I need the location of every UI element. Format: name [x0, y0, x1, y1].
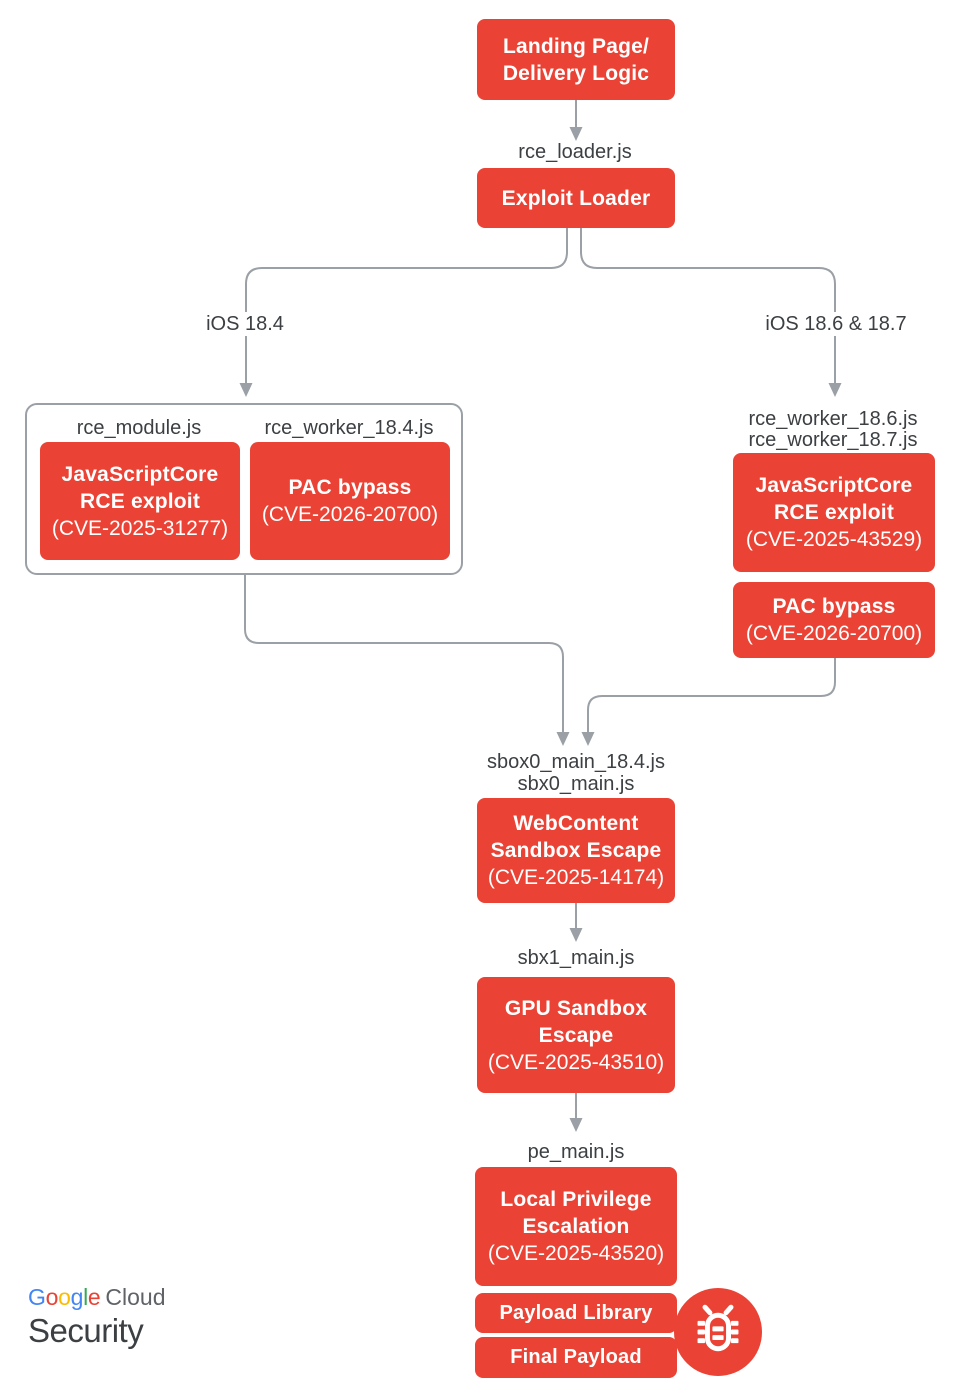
logo-letter: e	[87, 1284, 101, 1310]
node-title: WebContent	[513, 812, 639, 835]
edge-label-sbx1-main: sbx1_main.js	[517, 947, 635, 969]
arrowhead-down-icon	[828, 383, 842, 397]
node-title: JavaScriptCore	[61, 462, 219, 486]
node-cve: (CVE-2026-20700)	[261, 503, 439, 526]
edge-label-rce-worker-187: rce_worker_18.7.js	[748, 429, 918, 451]
node-title: JavaScriptCore	[755, 474, 913, 497]
arrowheads	[239, 127, 842, 1132]
node-cve: (CVE-2025-43520)	[487, 1242, 665, 1265]
node-title: Landing Page/	[502, 34, 650, 58]
edge-label-ios-184: iOS 18.4	[200, 312, 290, 336]
logo-letter: l	[83, 1284, 88, 1310]
edge-label-ios-186-187: iOS 18.6 & 18.7	[759, 312, 913, 336]
node-title: GPU Sandbox	[504, 996, 648, 1020]
node-title: Escape	[538, 1023, 614, 1047]
logo-product-name: Security	[28, 1312, 144, 1349]
node-title: Sandbox Escape	[490, 839, 662, 862]
logo-letter: G	[28, 1284, 46, 1310]
logo-letter: g	[70, 1284, 84, 1310]
node-title: PAC bypass	[772, 595, 896, 618]
node-title: Local Privilege	[500, 1188, 652, 1211]
node-title: Delivery Logic	[502, 61, 650, 85]
node-cve: (CVE-2025-14174)	[487, 866, 665, 889]
edge-loader-to-ios186	[580, 228, 836, 384]
edge-label-rce-worker-184: rce_worker_18.4.js	[264, 417, 434, 439]
node-title: RCE exploit	[773, 501, 895, 524]
node-webcontent-sandbox-escape: WebContent Sandbox Escape (CVE-2025-1417…	[477, 798, 675, 903]
edge-label-rce-module: rce_module.js	[76, 417, 202, 439]
bug-badge	[674, 1288, 762, 1376]
edge-label-sbx0-main: sbx0_main.js	[517, 773, 635, 795]
node-local-privilege-escalation: Local Privilege Escalation (CVE-2025-435…	[475, 1167, 677, 1286]
logo-letter: o	[58, 1284, 71, 1310]
bug-icon	[697, 1304, 739, 1352]
node-jsc-rce-184: JavaScriptCore RCE exploit (CVE-2025-312…	[40, 442, 240, 560]
node-title: Exploit Loader	[501, 186, 651, 210]
node-cve: (CVE-2025-43529)	[745, 528, 923, 551]
node-title: PAC bypass	[288, 476, 412, 499]
node-final-payload: Final Payload	[475, 1337, 677, 1378]
node-title: Escalation	[522, 1215, 630, 1238]
logo-cloud-text: Cloud	[105, 1284, 166, 1310]
arrowhead-down-icon	[556, 732, 570, 746]
node-landing-page: Landing Page/ Delivery Logic	[477, 19, 675, 100]
arrowhead-down-icon	[569, 127, 583, 141]
node-cve: (CVE-2025-43510)	[487, 1050, 665, 1074]
edge-label-rce-worker-186: rce_worker_18.6.js	[748, 408, 918, 430]
node-exploit-loader: Exploit Loader	[477, 168, 675, 228]
node-cve: (CVE-2026-20700)	[745, 622, 923, 645]
logo-letter: o	[45, 1284, 59, 1310]
edge-label-rce-loader: rce_loader.js	[518, 141, 632, 163]
edge-label-sbox0-main-184: sbox0_main_18.4.js	[487, 751, 665, 773]
arrowhead-down-icon	[569, 1118, 583, 1132]
arrowhead-down-icon	[239, 383, 253, 397]
edge-pac186-to-sandbox	[587, 658, 836, 733]
node-title: Final Payload	[510, 1346, 642, 1368]
edge-loader-to-ios184	[245, 228, 568, 384]
edge-label-pe-main: pe_main.js	[527, 1141, 625, 1163]
node-title: Payload Library	[499, 1301, 653, 1324]
node-gpu-sandbox-escape: GPU Sandbox Escape (CVE-2025-43510)	[477, 977, 675, 1093]
node-cve: (CVE-2025-31277)	[51, 516, 229, 540]
node-pac-bypass-186: PAC bypass (CVE-2026-20700)	[733, 582, 935, 658]
arrowhead-down-icon	[581, 732, 595, 746]
node-pac-bypass-184: PAC bypass (CVE-2026-20700)	[250, 442, 450, 560]
node-payload-library: Payload Library	[475, 1293, 677, 1333]
node-jsc-rce-186: JavaScriptCore RCE exploit (CVE-2025-435…	[733, 453, 935, 572]
node-title: RCE exploit	[79, 489, 201, 513]
arrowhead-down-icon	[569, 928, 583, 942]
edge-group184-to-sandbox	[244, 575, 564, 733]
